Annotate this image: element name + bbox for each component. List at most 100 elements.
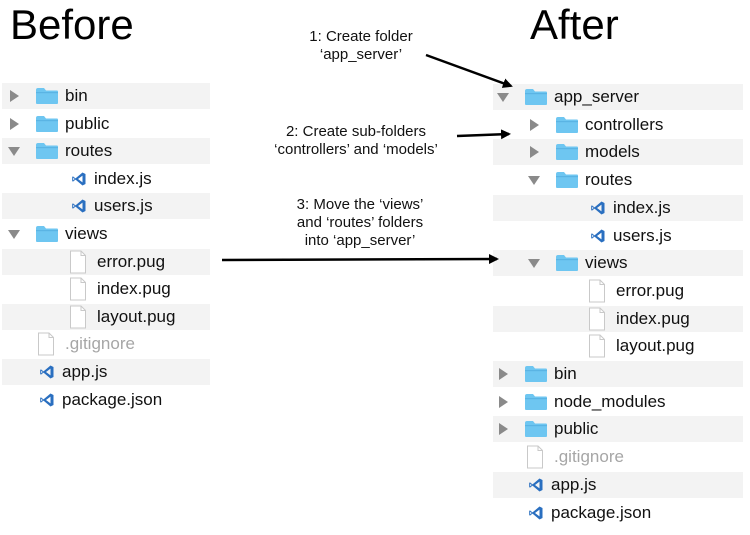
disclosure-collapsed-icon[interactable]	[499, 395, 508, 408]
document-icon	[69, 249, 87, 275]
tree-row-controllers[interactable]: controllers	[493, 112, 743, 138]
tree-row-label: .gitignore	[554, 447, 624, 467]
tree-row-users-js[interactable]: users.js	[493, 223, 743, 249]
step1-line-2: ‘app_server’	[319, 46, 403, 63]
folder-icon	[524, 416, 548, 442]
disclosure-collapsed-icon[interactable]	[499, 423, 508, 436]
disclosure-collapsed-icon[interactable]	[499, 368, 508, 380]
disclosure-expanded-icon[interactable]	[497, 93, 509, 102]
folder-icon	[555, 112, 579, 138]
folder-icon	[555, 139, 579, 165]
tree-row-label: app.js	[551, 474, 597, 494]
disclosure-expanded-icon[interactable]	[528, 176, 540, 186]
tree-row-label: node_modules	[554, 391, 666, 411]
folder-icon	[524, 361, 548, 387]
step3-line-2: and ‘routes’ folders	[296, 214, 424, 231]
tree-row-bin[interactable]: bin	[2, 83, 210, 109]
tree-row-error-pug[interactable]: error.pug	[493, 278, 743, 304]
tree-row-label: app_server	[554, 87, 640, 106]
document-icon	[588, 306, 606, 332]
document-icon	[588, 333, 606, 359]
tree-row-label: public	[65, 113, 110, 133]
tree-row-layout-pug[interactable]: layout.pug	[2, 303, 210, 330]
tree-row-views[interactable]: views	[2, 221, 210, 247]
tree-row-app-server[interactable]: app_server	[493, 84, 743, 110]
disclosure-collapsed-icon[interactable]	[530, 118, 539, 131]
after-heading: After	[530, 1, 619, 48]
tree-row-label: users.js	[94, 196, 153, 216]
step2-line-2: ‘controllers’ and ‘models’	[274, 141, 438, 158]
tree-row-label: layout.pug	[616, 336, 695, 356]
disclosure-collapsed-icon[interactable]	[10, 90, 19, 102]
before-file-tree: bin public routes index.js users.js views erro…	[2, 83, 210, 423]
tree-row-package-json[interactable]: package.json	[493, 500, 743, 526]
vscode-js-icon	[71, 166, 87, 192]
tree-row-public[interactable]: public	[2, 111, 210, 137]
document-icon	[37, 331, 55, 357]
document-icon	[69, 276, 87, 302]
tree-row-error-pug[interactable]: error.pug	[2, 248, 210, 275]
document-icon	[588, 278, 606, 304]
step1-line-1: 1: Create folder	[309, 28, 413, 45]
folder-icon	[555, 250, 579, 276]
step3-line-1: 3: Move the ‘views’	[296, 196, 424, 213]
before-heading: Before	[10, 1, 134, 48]
tree-row-label: bin	[554, 364, 577, 383]
vscode-js-icon	[528, 500, 544, 526]
vscode-js-icon	[590, 223, 606, 249]
tree-row-views[interactable]: views	[493, 250, 743, 277]
tree-row-label: error.pug	[616, 280, 685, 300]
tree-row-label: bin	[65, 86, 88, 105]
tree-row-label: models	[585, 142, 640, 162]
disclosure-expanded-icon[interactable]	[528, 259, 540, 269]
folder-icon	[555, 167, 579, 193]
step2-line-1: 2: Create sub-folders	[285, 123, 427, 140]
step3-line-3: into ‘app_server’	[304, 232, 416, 249]
tree-row-label: index.pug	[616, 308, 690, 328]
step2-annotation: 2: Create sub-folders ‘controllers’ and …	[246, 123, 466, 159]
document-icon	[69, 304, 87, 330]
tree-row-app-js[interactable]: app.js	[493, 471, 743, 498]
tree-row-node-modules[interactable]: node_modules	[493, 389, 743, 415]
disclosure-collapsed-icon[interactable]	[530, 146, 539, 159]
tree-row-index-pug[interactable]: index.pug	[493, 305, 743, 332]
disclosure-expanded-icon[interactable]	[8, 147, 20, 157]
tree-row-users-js[interactable]: users.js	[2, 193, 210, 220]
tree-row-routes[interactable]: routes	[2, 138, 210, 165]
tree-row-index-js[interactable]: index.js	[2, 166, 210, 192]
disclosure-expanded-icon[interactable]	[8, 230, 20, 239]
folder-icon	[35, 221, 59, 247]
tree-row-index-js[interactable]: index.js	[493, 194, 743, 221]
tree-row-models[interactable]: models	[493, 139, 743, 166]
tree-row-routes[interactable]: routes	[493, 167, 743, 193]
step1-arrow	[425, 53, 513, 88]
step2-arrow	[456, 129, 511, 140]
tree-row-gitignore[interactable]: .gitignore	[493, 444, 743, 470]
folder-icon	[524, 84, 548, 110]
tree-row-app-js[interactable]: app.js	[2, 359, 210, 385]
vscode-js-icon	[528, 472, 544, 498]
tree-row-label: public	[554, 419, 599, 439]
tree-row-index-pug[interactable]: index.pug	[2, 276, 210, 302]
folder-icon	[35, 138, 59, 164]
folder-icon	[524, 389, 548, 415]
tree-row-label: routes	[65, 141, 113, 161]
tree-row-layout-pug[interactable]: layout.pug	[493, 333, 743, 359]
tree-row-package-json[interactable]: package.json	[2, 387, 210, 413]
tree-row-bin[interactable]: bin	[493, 361, 743, 387]
document-icon	[526, 444, 544, 470]
tree-row-label: package.json	[62, 389, 163, 409]
disclosure-collapsed-icon[interactable]	[10, 117, 19, 130]
tree-row-label: .gitignore	[65, 334, 135, 354]
tree-row-label: error.pug	[97, 251, 166, 271]
tree-row-public[interactable]: public	[493, 416, 743, 443]
tree-row-label: routes	[585, 170, 633, 190]
folder-icon	[35, 111, 59, 137]
tree-row-label: layout.pug	[97, 306, 176, 326]
step3-arrow	[221, 254, 499, 265]
tree-row-label: app.js	[62, 362, 108, 381]
tree-row-gitignore[interactable]: .gitignore	[2, 331, 210, 357]
vscode-js-icon	[590, 195, 606, 221]
tree-row-label: views	[65, 224, 108, 243]
